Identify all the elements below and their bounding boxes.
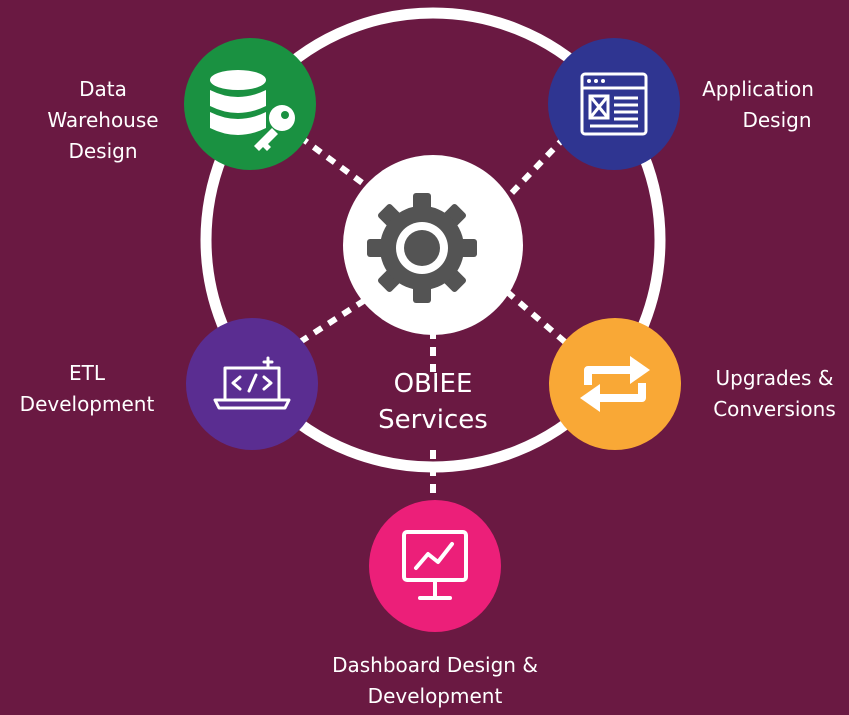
browser-window-icon bbox=[580, 72, 648, 136]
connector-application bbox=[502, 134, 568, 203]
refresh-arrows-icon bbox=[584, 366, 646, 402]
monitor-chart-icon bbox=[402, 530, 468, 600]
label-data-warehouse: Data Warehouse Design bbox=[47, 77, 159, 163]
label-dashboard-design: Dashboard Design & Development bbox=[332, 653, 538, 708]
label-etl-development: ETL Development bbox=[19, 361, 155, 416]
label-application-design: Application Design bbox=[702, 77, 814, 132]
node-upgrades-conversions bbox=[549, 318, 681, 450]
connector-etl bbox=[298, 297, 367, 345]
node-application-design bbox=[548, 38, 680, 170]
node-etl-development bbox=[186, 318, 318, 450]
gear-icon bbox=[367, 193, 477, 303]
node-data-warehouse bbox=[184, 38, 316, 170]
laptop-code-icon bbox=[213, 356, 291, 410]
connector-data-warehouse bbox=[298, 134, 374, 193]
center-label: OBIEE Services bbox=[378, 369, 488, 435]
connectors bbox=[298, 134, 568, 505]
database-key-icon bbox=[210, 70, 295, 151]
label-upgrades-conversions: Upgrades & Conversions bbox=[713, 366, 836, 421]
node-dashboard-design bbox=[369, 500, 501, 632]
connector-upgrades bbox=[503, 287, 567, 345]
